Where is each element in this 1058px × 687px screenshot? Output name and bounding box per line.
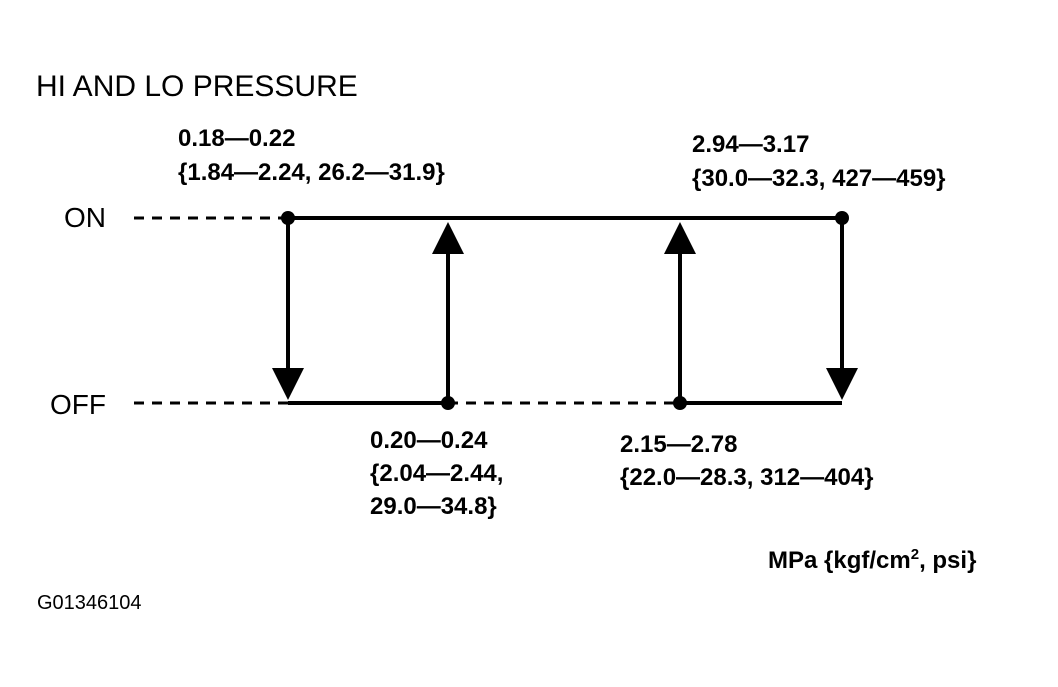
diagram-title: HI AND LO PRESSURE — [36, 70, 358, 103]
on-state-label: ON — [64, 202, 106, 233]
units-superscript: 2 — [910, 546, 920, 563]
units-suffix: , psi} — [919, 547, 977, 574]
hi-off-range: 2.15—2.78 — [620, 431, 738, 458]
high-cutout-arrowhead — [826, 368, 858, 400]
lo-on-conversion: {1.84—2.24, 26.2—31.9} — [178, 159, 445, 186]
hi-off-point — [673, 396, 687, 410]
figure-code: G01346104 — [37, 592, 142, 614]
hi-off-conversion: {22.0—28.3, 312—404} — [620, 464, 874, 491]
lo-off-conversion-line2: 29.0—34.8} — [370, 493, 497, 520]
high-cutin-arrowhead — [664, 222, 696, 254]
lo-off-range: 0.20—0.24 — [370, 427, 488, 454]
off-state-label: OFF — [50, 389, 106, 420]
lo-off-conversion-line1: {2.04—2.44, — [370, 460, 504, 487]
lo-on-point — [281, 211, 295, 225]
low-cutin-arrowhead — [432, 222, 464, 254]
hi-on-conversion: {30.0—32.3, 427—459} — [692, 165, 946, 192]
hi-on-point — [835, 211, 849, 225]
lo-on-range: 0.18—0.22 — [178, 125, 296, 152]
lo-off-point — [441, 396, 455, 410]
units-prefix: MPa {kgf/cm — [768, 547, 911, 574]
hi-on-range: 2.94—3.17 — [692, 131, 810, 158]
units-label: MPa {kgf/cm2, psi} — [768, 538, 976, 577]
low-cutout-arrowhead — [272, 368, 304, 400]
